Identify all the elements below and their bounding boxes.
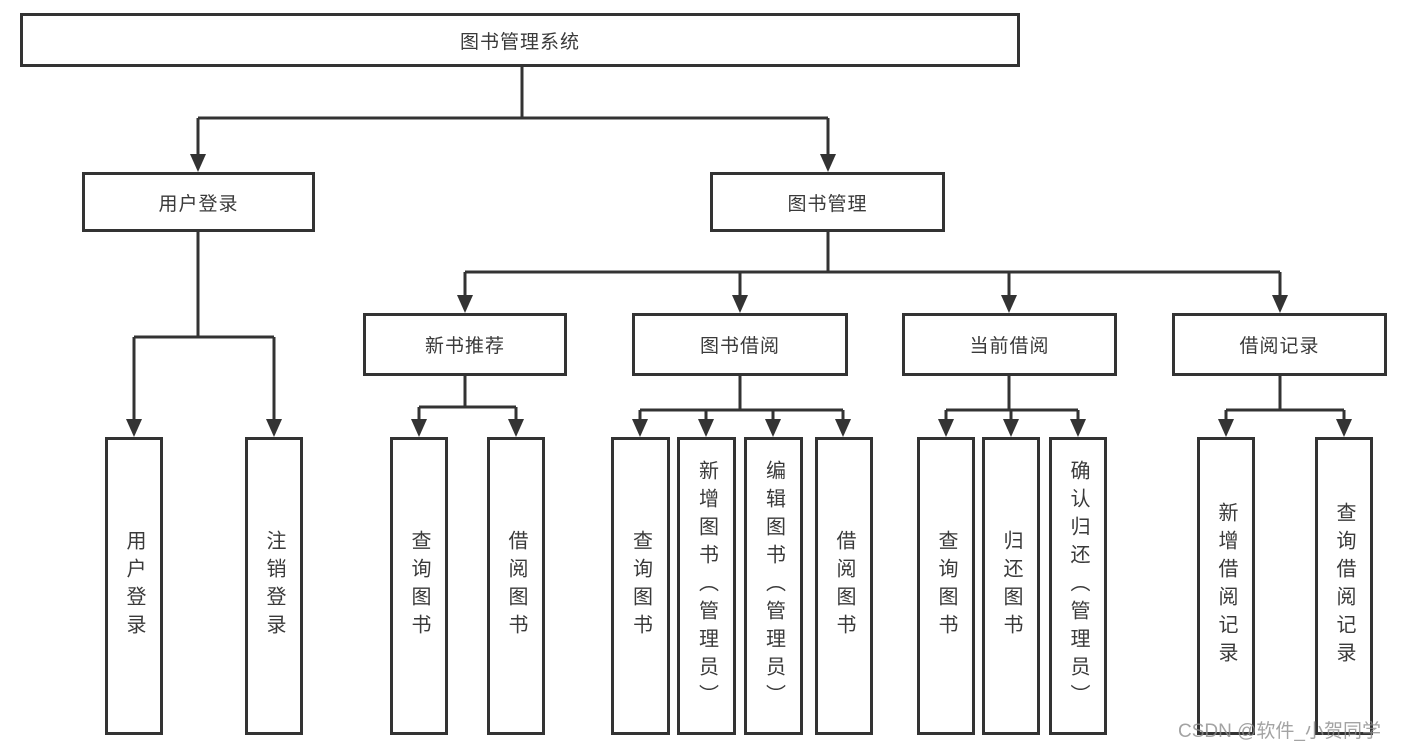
node-current-borrow-label: 当前借阅 xyxy=(969,336,1050,357)
leaf-borrow-book-b-label: 借阅图书 xyxy=(833,530,855,642)
connector-borrow-record-split xyxy=(1224,376,1346,422)
leaf-confirm-return-label: 确认归还（管理员） xyxy=(1067,460,1089,712)
leaf-query-record-label: 查询借阅记录 xyxy=(1333,502,1355,670)
arrowhead-leaf-query-book-a xyxy=(411,419,427,437)
arrowhead-leaf-user-login xyxy=(126,419,142,437)
node-borrow-record-label: 借阅记录 xyxy=(1239,336,1320,357)
arrowhead-leaf-add-record xyxy=(1218,419,1234,437)
leaf-confirm-return: 确认归还（管理员） xyxy=(1049,437,1107,735)
leaf-add-book: 新增图书（管理员） xyxy=(677,437,736,735)
arrowhead-borrow-record xyxy=(1272,295,1288,313)
leaf-logout-label: 注销登录 xyxy=(263,530,285,642)
leaf-query-book-b-label: 查询图书 xyxy=(629,530,652,642)
leaf-query-book-a: 查询图书 xyxy=(390,437,448,735)
node-book-mgmt-label: 图书管理 xyxy=(787,193,868,215)
arrowhead-leaf-return-book xyxy=(1003,419,1019,437)
connector-current-borrow-split xyxy=(944,376,1080,422)
node-user-login-label: 用户登录 xyxy=(158,193,239,215)
node-user-login: 用户登录 xyxy=(82,172,315,232)
arrowhead-leaf-logout xyxy=(266,419,282,437)
arrowhead-user-login xyxy=(190,154,206,172)
leaf-user-login: 用户登录 xyxy=(105,437,163,735)
node-borrow-record: 借阅记录 xyxy=(1172,313,1387,376)
leaf-return-book: 归还图书 xyxy=(982,437,1040,735)
leaf-borrow-book-a-label: 借阅图书 xyxy=(505,530,527,642)
connector-book-mgmt-split xyxy=(463,232,1282,298)
arrowhead-leaf-query-record xyxy=(1336,419,1352,437)
node-current-borrow: 当前借阅 xyxy=(902,313,1117,376)
leaf-query-book-b: 查询图书 xyxy=(611,437,670,735)
arrowhead-leaf-edit-book xyxy=(765,419,781,437)
leaf-add-record-label: 新增借阅记录 xyxy=(1215,502,1237,670)
leaf-edit-book-label: 编辑图书（管理员） xyxy=(762,460,785,712)
arrowhead-leaf-borrow-book-a xyxy=(508,419,524,437)
leaf-add-record: 新增借阅记录 xyxy=(1197,437,1255,735)
leaf-user-login-label: 用户登录 xyxy=(123,530,145,642)
leaf-query-book-c-label: 查询图书 xyxy=(935,530,957,642)
arrowhead-new-book-rec xyxy=(457,295,473,313)
leaf-borrow-book-b: 借阅图书 xyxy=(815,437,873,735)
leaf-borrow-book-a: 借阅图书 xyxy=(487,437,545,735)
node-book-borrow-label: 图书借阅 xyxy=(699,336,780,357)
node-root-label: 图书管理系统 xyxy=(459,31,580,53)
leaf-query-record: 查询借阅记录 xyxy=(1315,437,1373,735)
csdn-watermark: CSDN @软件_小贺同学 xyxy=(1178,721,1381,742)
node-book-mgmt: 图书管理 xyxy=(710,172,945,232)
leaf-return-book-label: 归还图书 xyxy=(1000,530,1022,642)
node-root: 图书管理系统 xyxy=(20,13,1020,67)
connector-user-login-split xyxy=(132,232,276,422)
arrowhead-leaf-add-book xyxy=(698,419,714,437)
connector-root-split xyxy=(196,67,830,158)
arrowhead-leaf-query-book-c xyxy=(938,419,954,437)
node-new-book-rec: 新书推荐 xyxy=(363,313,567,376)
node-new-book-rec-label: 新书推荐 xyxy=(424,336,505,357)
leaf-query-book-c: 查询图书 xyxy=(917,437,975,735)
leaf-add-book-label: 新增图书（管理员） xyxy=(695,460,718,712)
leaf-query-book-a-label: 查询图书 xyxy=(408,530,430,642)
connector-book-borrow-split xyxy=(638,376,845,422)
connector-new-book-rec-split xyxy=(417,376,518,422)
leaf-edit-book: 编辑图书（管理员） xyxy=(744,437,803,735)
arrowhead-leaf-borrow-book-b xyxy=(835,419,851,437)
arrowhead-leaf-query-book-b xyxy=(632,419,648,437)
arrowhead-book-mgmt xyxy=(820,154,836,172)
node-book-borrow: 图书借阅 xyxy=(632,313,848,376)
arrowhead-leaf-confirm-return xyxy=(1070,419,1086,437)
leaf-logout: 注销登录 xyxy=(245,437,303,735)
arrowhead-book-borrow xyxy=(732,295,748,313)
arrowhead-current-borrow xyxy=(1001,295,1017,313)
